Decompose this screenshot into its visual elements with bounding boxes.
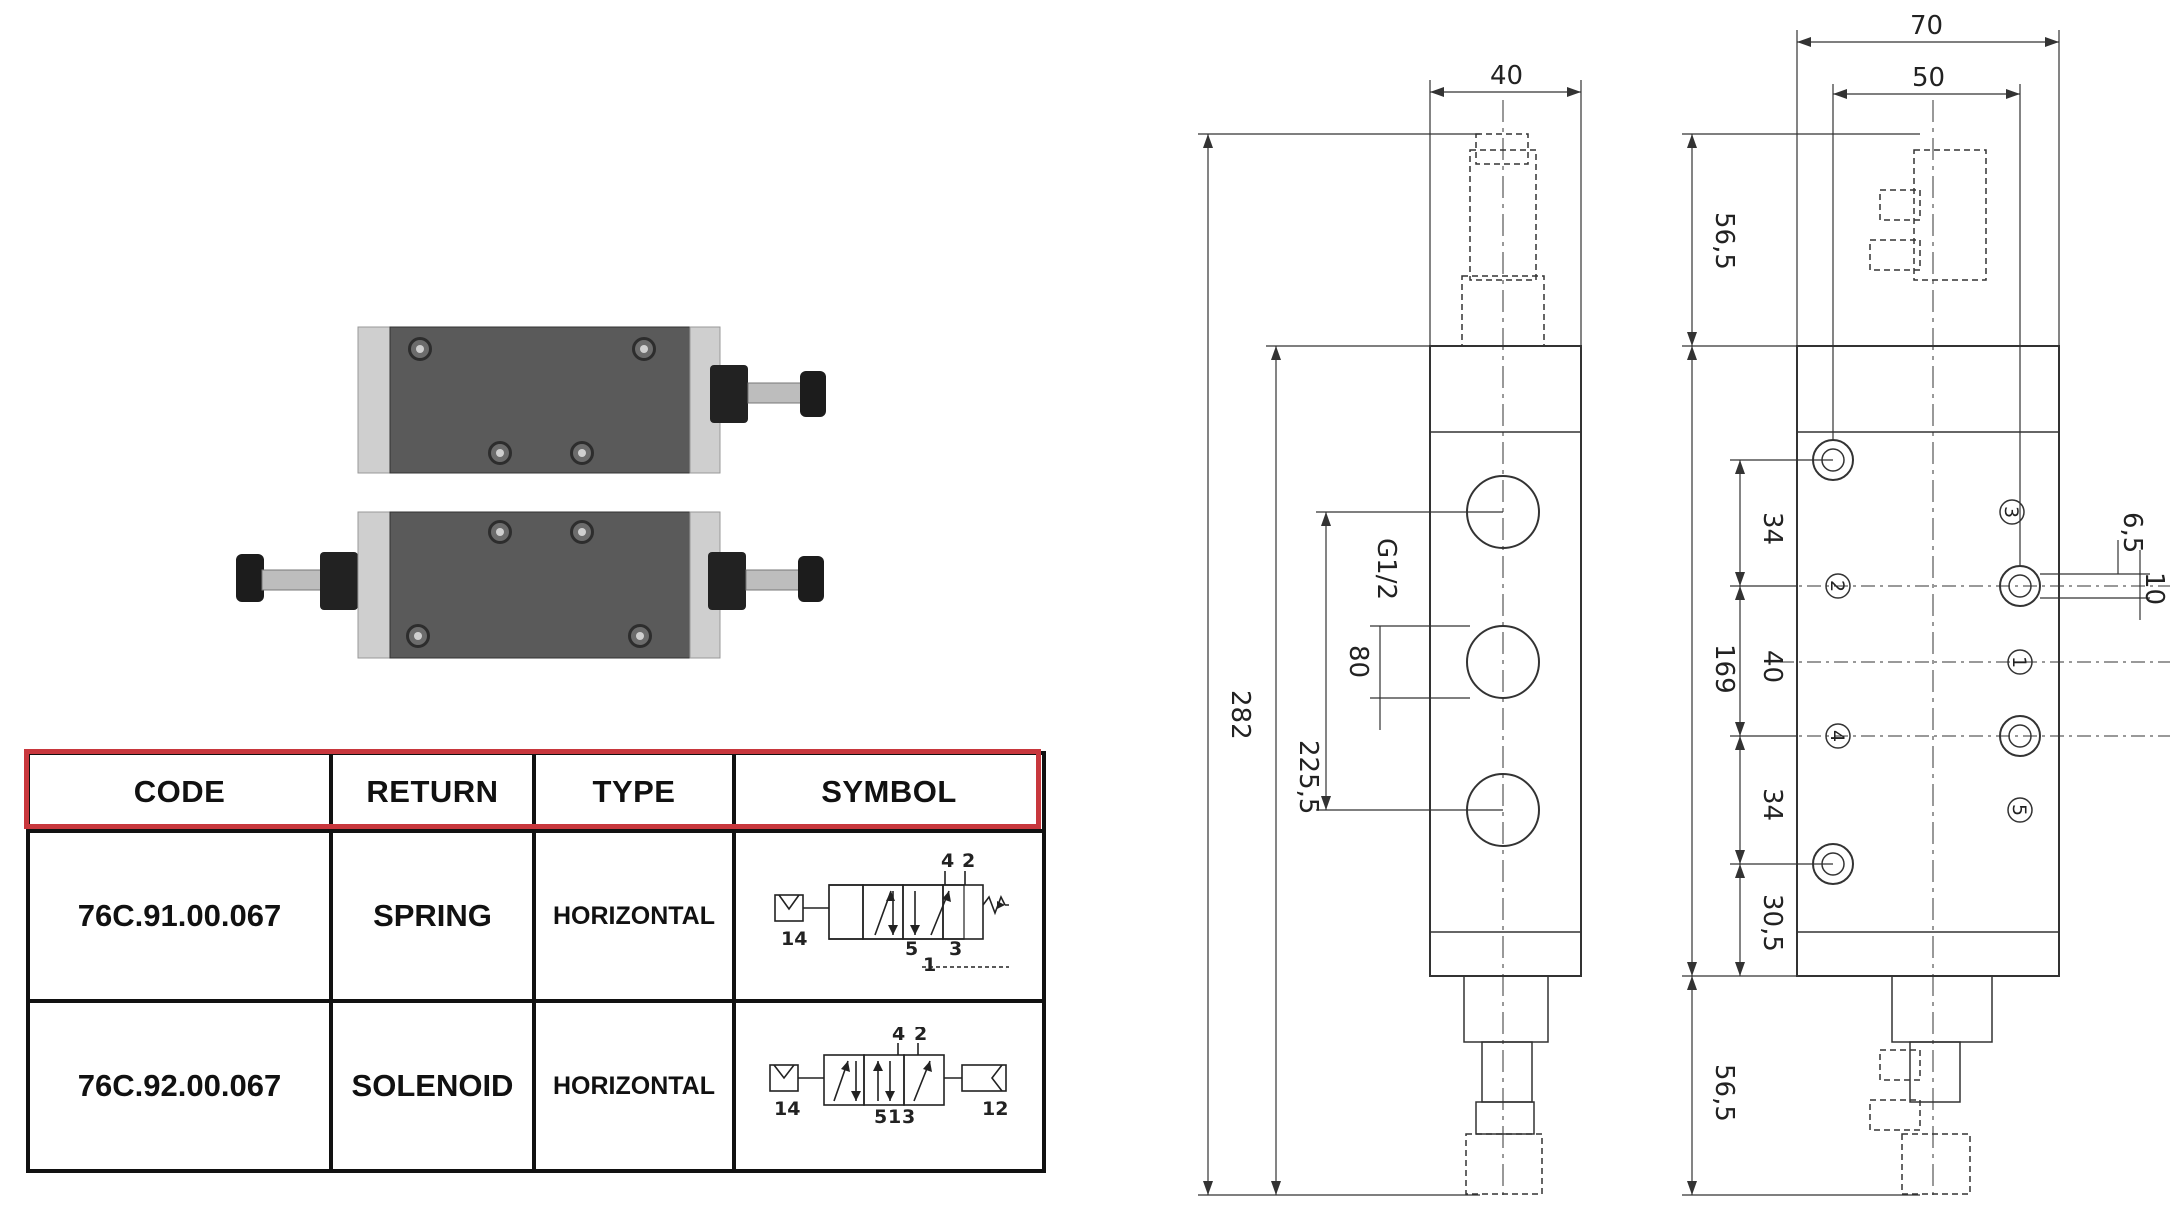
port-number: 3 (2000, 506, 2022, 518)
table-header-row: CODE RETURN TYPE SYMBOL (26, 750, 1046, 834)
port-label: 3 (949, 938, 962, 960)
cell-type: HORIZONTAL (532, 829, 736, 1004)
cell-symbol: 4 2 5 1 3 14 12 (732, 999, 1046, 1173)
port-label: 14 (774, 1098, 800, 1120)
cell-return: SOLENOID (329, 999, 536, 1173)
port-label: 4 (941, 850, 954, 872)
port-label: 2 (914, 1027, 927, 1045)
valve-render-single-solenoid (356, 325, 826, 475)
dim-coil-top: 56,5 (1709, 212, 1739, 270)
dim-width-side-total: 70 (1910, 11, 1943, 41)
mounting-hole (570, 520, 594, 544)
product-spec-table: CODE RETURN TYPE SYMBOL 76C.91.00.067 SP… (26, 750, 1046, 1173)
cell-symbol: 4 2 5 3 1 14 (732, 829, 1046, 1004)
table-row: 76C.92.00.067 SOLENOID HORIZONTAL (26, 999, 1046, 1173)
cell-code: 76C.92.00.067 (26, 999, 333, 1173)
dim-port-pitch: 80 (1343, 645, 1373, 678)
dim-pitch-a: 34 (1757, 512, 1787, 545)
mounting-hole (570, 441, 594, 465)
mounting-hole (488, 441, 512, 465)
header-symbol: SYMBOL (732, 750, 1046, 834)
dim-height-total: 282 (1225, 690, 1255, 740)
port-label: 12 (982, 1098, 1008, 1120)
technical-drawing: 40 70 50 282 225,5 80 G1/2 56,5 169 56,5… (1198, 11, 2170, 1196)
port-label: 3 (902, 1106, 915, 1128)
port-number: 2 (1826, 580, 1848, 592)
dim-pitch-d: 30,5 (1757, 894, 1787, 952)
dim-height-body-coil: 225,5 (1293, 740, 1323, 814)
port-label: 5 (905, 938, 918, 960)
dim-offset-small: 6,5 (2117, 512, 2147, 553)
port-number: 4 (1826, 730, 1848, 742)
port-label: 4 (892, 1027, 905, 1045)
mounting-hole (632, 337, 656, 361)
port-label: 1 (923, 954, 936, 976)
mounting-hole (628, 624, 652, 648)
port-label: 1 (888, 1106, 901, 1128)
mounting-hole (406, 624, 430, 648)
dim-body-height: 169 (1709, 644, 1739, 694)
cell-code: 76C.91.00.067 (26, 829, 333, 1004)
port-label: 14 (781, 928, 807, 950)
mounting-hole (488, 520, 512, 544)
port-label: 5 (874, 1106, 887, 1128)
port-number: 1 (2008, 656, 2030, 668)
port-label: 2 (962, 850, 975, 872)
dim-pitch-c: 34 (1757, 788, 1787, 821)
cell-type: HORIZONTAL (532, 999, 736, 1173)
pneumatic-symbol-double-solenoid: 4 2 5 1 3 14 12 (769, 1023, 1008, 1128)
dim-width-front: 40 (1490, 61, 1523, 91)
header-return: RETURN (329, 750, 536, 834)
dim-coil-bottom: 56,5 (1709, 1064, 1739, 1122)
header-type: TYPE (532, 750, 736, 834)
dim-width-side-inner: 50 (1912, 63, 1945, 93)
dim-offset-large: 10 (2139, 572, 2169, 605)
valve-render-double-solenoid (236, 510, 836, 660)
port-number: 5 (2008, 804, 2030, 816)
cell-return: SPRING (329, 829, 536, 1004)
dim-pitch-b: 40 (1757, 650, 1787, 683)
mounting-hole (408, 337, 432, 361)
table-row: 76C.91.00.067 SPRING HORIZONTAL (26, 829, 1046, 1004)
valve-render-double-solenoid-graphic (236, 511, 824, 659)
pneumatic-symbol-spring-return: 4 2 5 3 1 14 (774, 850, 1016, 976)
dim-port-thread: G1/2 (1371, 538, 1401, 600)
header-code: CODE (26, 750, 333, 834)
